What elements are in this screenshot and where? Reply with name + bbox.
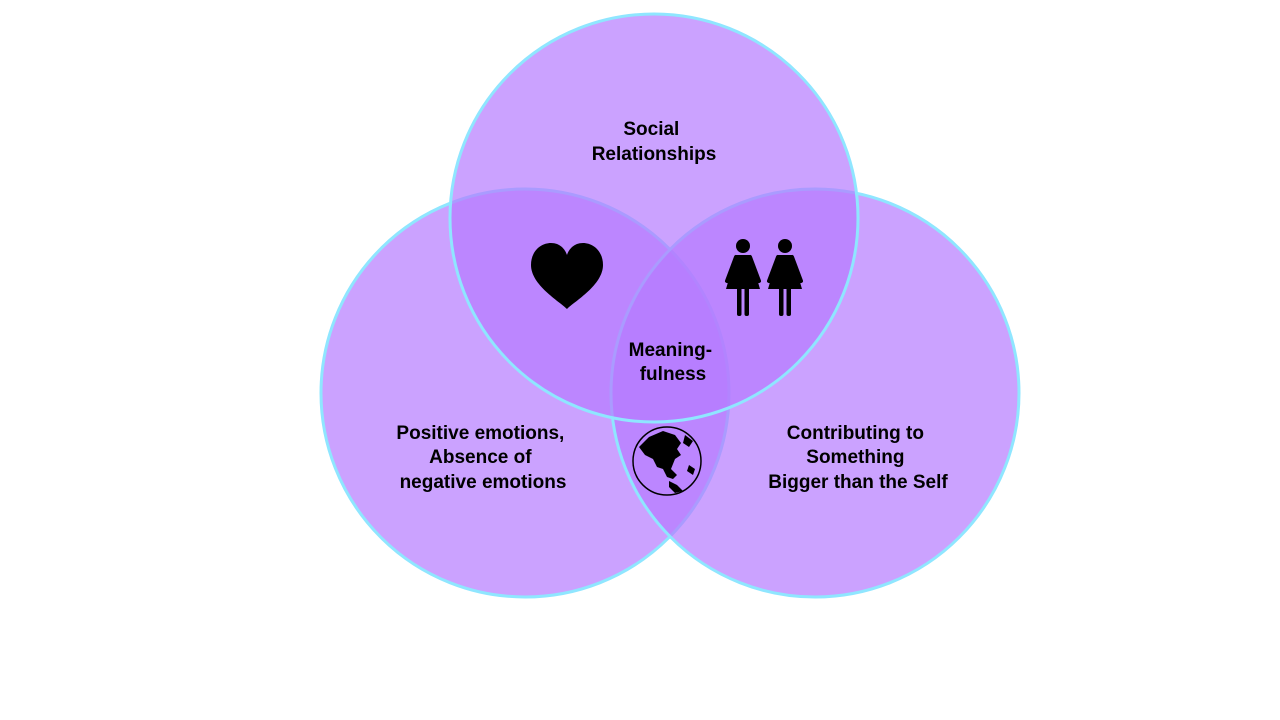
two-people-icon: [725, 239, 803, 316]
person-icon: [767, 239, 803, 316]
label-line: Relationships: [592, 144, 717, 165]
circle-social-relationships: [448, 12, 860, 424]
person-icon: [725, 239, 761, 316]
globe-icon: [632, 426, 702, 496]
label-contributing: Contributing to Something Bigger than th…: [768, 423, 948, 493]
label-line: Meaning-: [629, 340, 712, 361]
label-line: negative emotions: [400, 472, 567, 493]
label-positive-emotions: Positive emotions, Absence of negative e…: [396, 423, 569, 493]
label-line: Bigger than the Self: [768, 472, 948, 493]
label-line: Positive emotions,: [396, 423, 564, 444]
label-line: Social: [623, 119, 679, 140]
label-meaningfulness: Meaning- fulness: [629, 340, 718, 385]
label-line: Something: [806, 447, 904, 468]
label-line: Contributing to: [787, 423, 924, 444]
label-social-relationships: Social Relationships: [592, 119, 717, 165]
heart-icon: [531, 243, 603, 309]
label-line: Absence of: [429, 447, 532, 468]
label-line: fulness: [640, 364, 707, 385]
